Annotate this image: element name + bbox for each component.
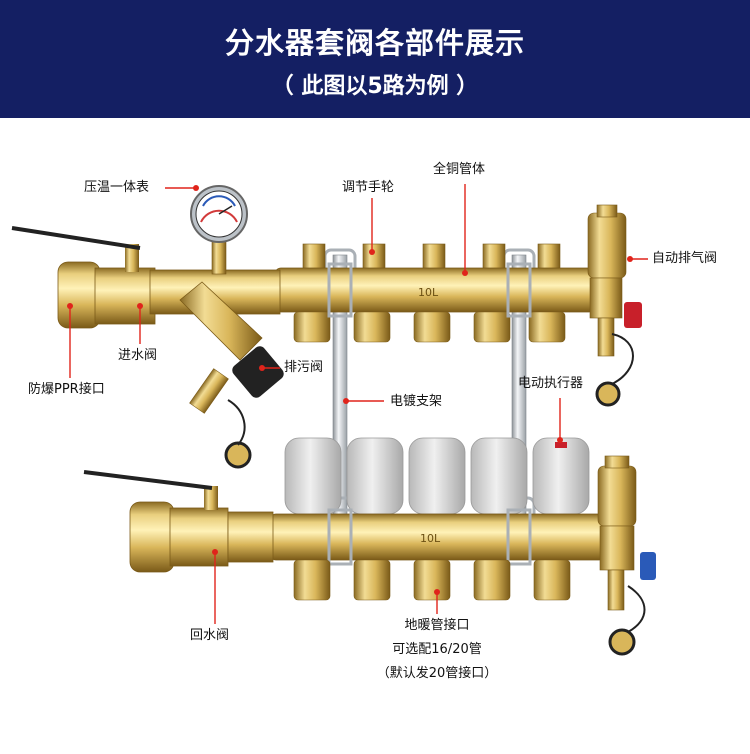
drain-valve-cap bbox=[232, 346, 284, 398]
callout-floor-port-default: （默认发20管接口） bbox=[376, 666, 498, 681]
page-title: 分水器套阀各部件展示 bbox=[224, 26, 525, 60]
hand-wheel bbox=[302, 243, 561, 271]
page-subtitle: （ 此图以5路为例 ） bbox=[271, 74, 479, 99]
upper-manifold bbox=[11, 185, 642, 469]
callout-hand-wheel: 调节手轮 bbox=[342, 180, 395, 195]
callout-copper-pipe: 全铜管体 bbox=[433, 162, 486, 177]
callout-actuator: 电动执行器 bbox=[518, 376, 584, 391]
return-lever bbox=[83, 470, 213, 490]
manifold-illustration: 10L bbox=[0, 118, 750, 750]
header-banner: 分水器套阀各部件展示 （ 此图以5路为例 ） bbox=[0, 0, 750, 118]
callout-auto-vent: 自动排气阀 bbox=[652, 251, 718, 266]
lower-vent-valve bbox=[597, 455, 656, 656]
callout-gauge: 压温一体表 bbox=[84, 180, 150, 195]
callout-floor-port-title: 地暖管接口 bbox=[404, 618, 470, 633]
manifold-drawing: 10L bbox=[11, 184, 656, 656]
inlet-ball-valve bbox=[11, 226, 284, 469]
pressure-temperature-gauge bbox=[190, 185, 248, 275]
floor-heating-ports bbox=[293, 559, 571, 601]
drain-cap bbox=[595, 381, 621, 407]
callout-ppr-port: 防爆PPR接口 bbox=[28, 382, 105, 397]
brand-mark-upper: 10L bbox=[418, 286, 439, 299]
inlet-lever bbox=[11, 226, 141, 250]
return-ball-valve bbox=[83, 470, 274, 573]
brand-mark-lower: 10L bbox=[420, 532, 441, 545]
lower-manifold bbox=[83, 455, 656, 656]
upper-outlets bbox=[293, 311, 566, 343]
electric-actuators bbox=[284, 437, 590, 515]
red-handle bbox=[624, 302, 642, 328]
callout-floor-port-option: 可选配16/20管 bbox=[392, 642, 482, 657]
callout-leaders bbox=[67, 184, 648, 624]
callout-bracket: 电镀支架 bbox=[390, 394, 443, 409]
callout-return-valve: 回水阀 bbox=[190, 628, 230, 643]
callout-inlet-valve: 进水阀 bbox=[118, 348, 158, 363]
blue-handle bbox=[640, 552, 656, 580]
callout-drain-valve: 排污阀 bbox=[284, 360, 324, 375]
auto-vent-valve bbox=[587, 204, 642, 407]
